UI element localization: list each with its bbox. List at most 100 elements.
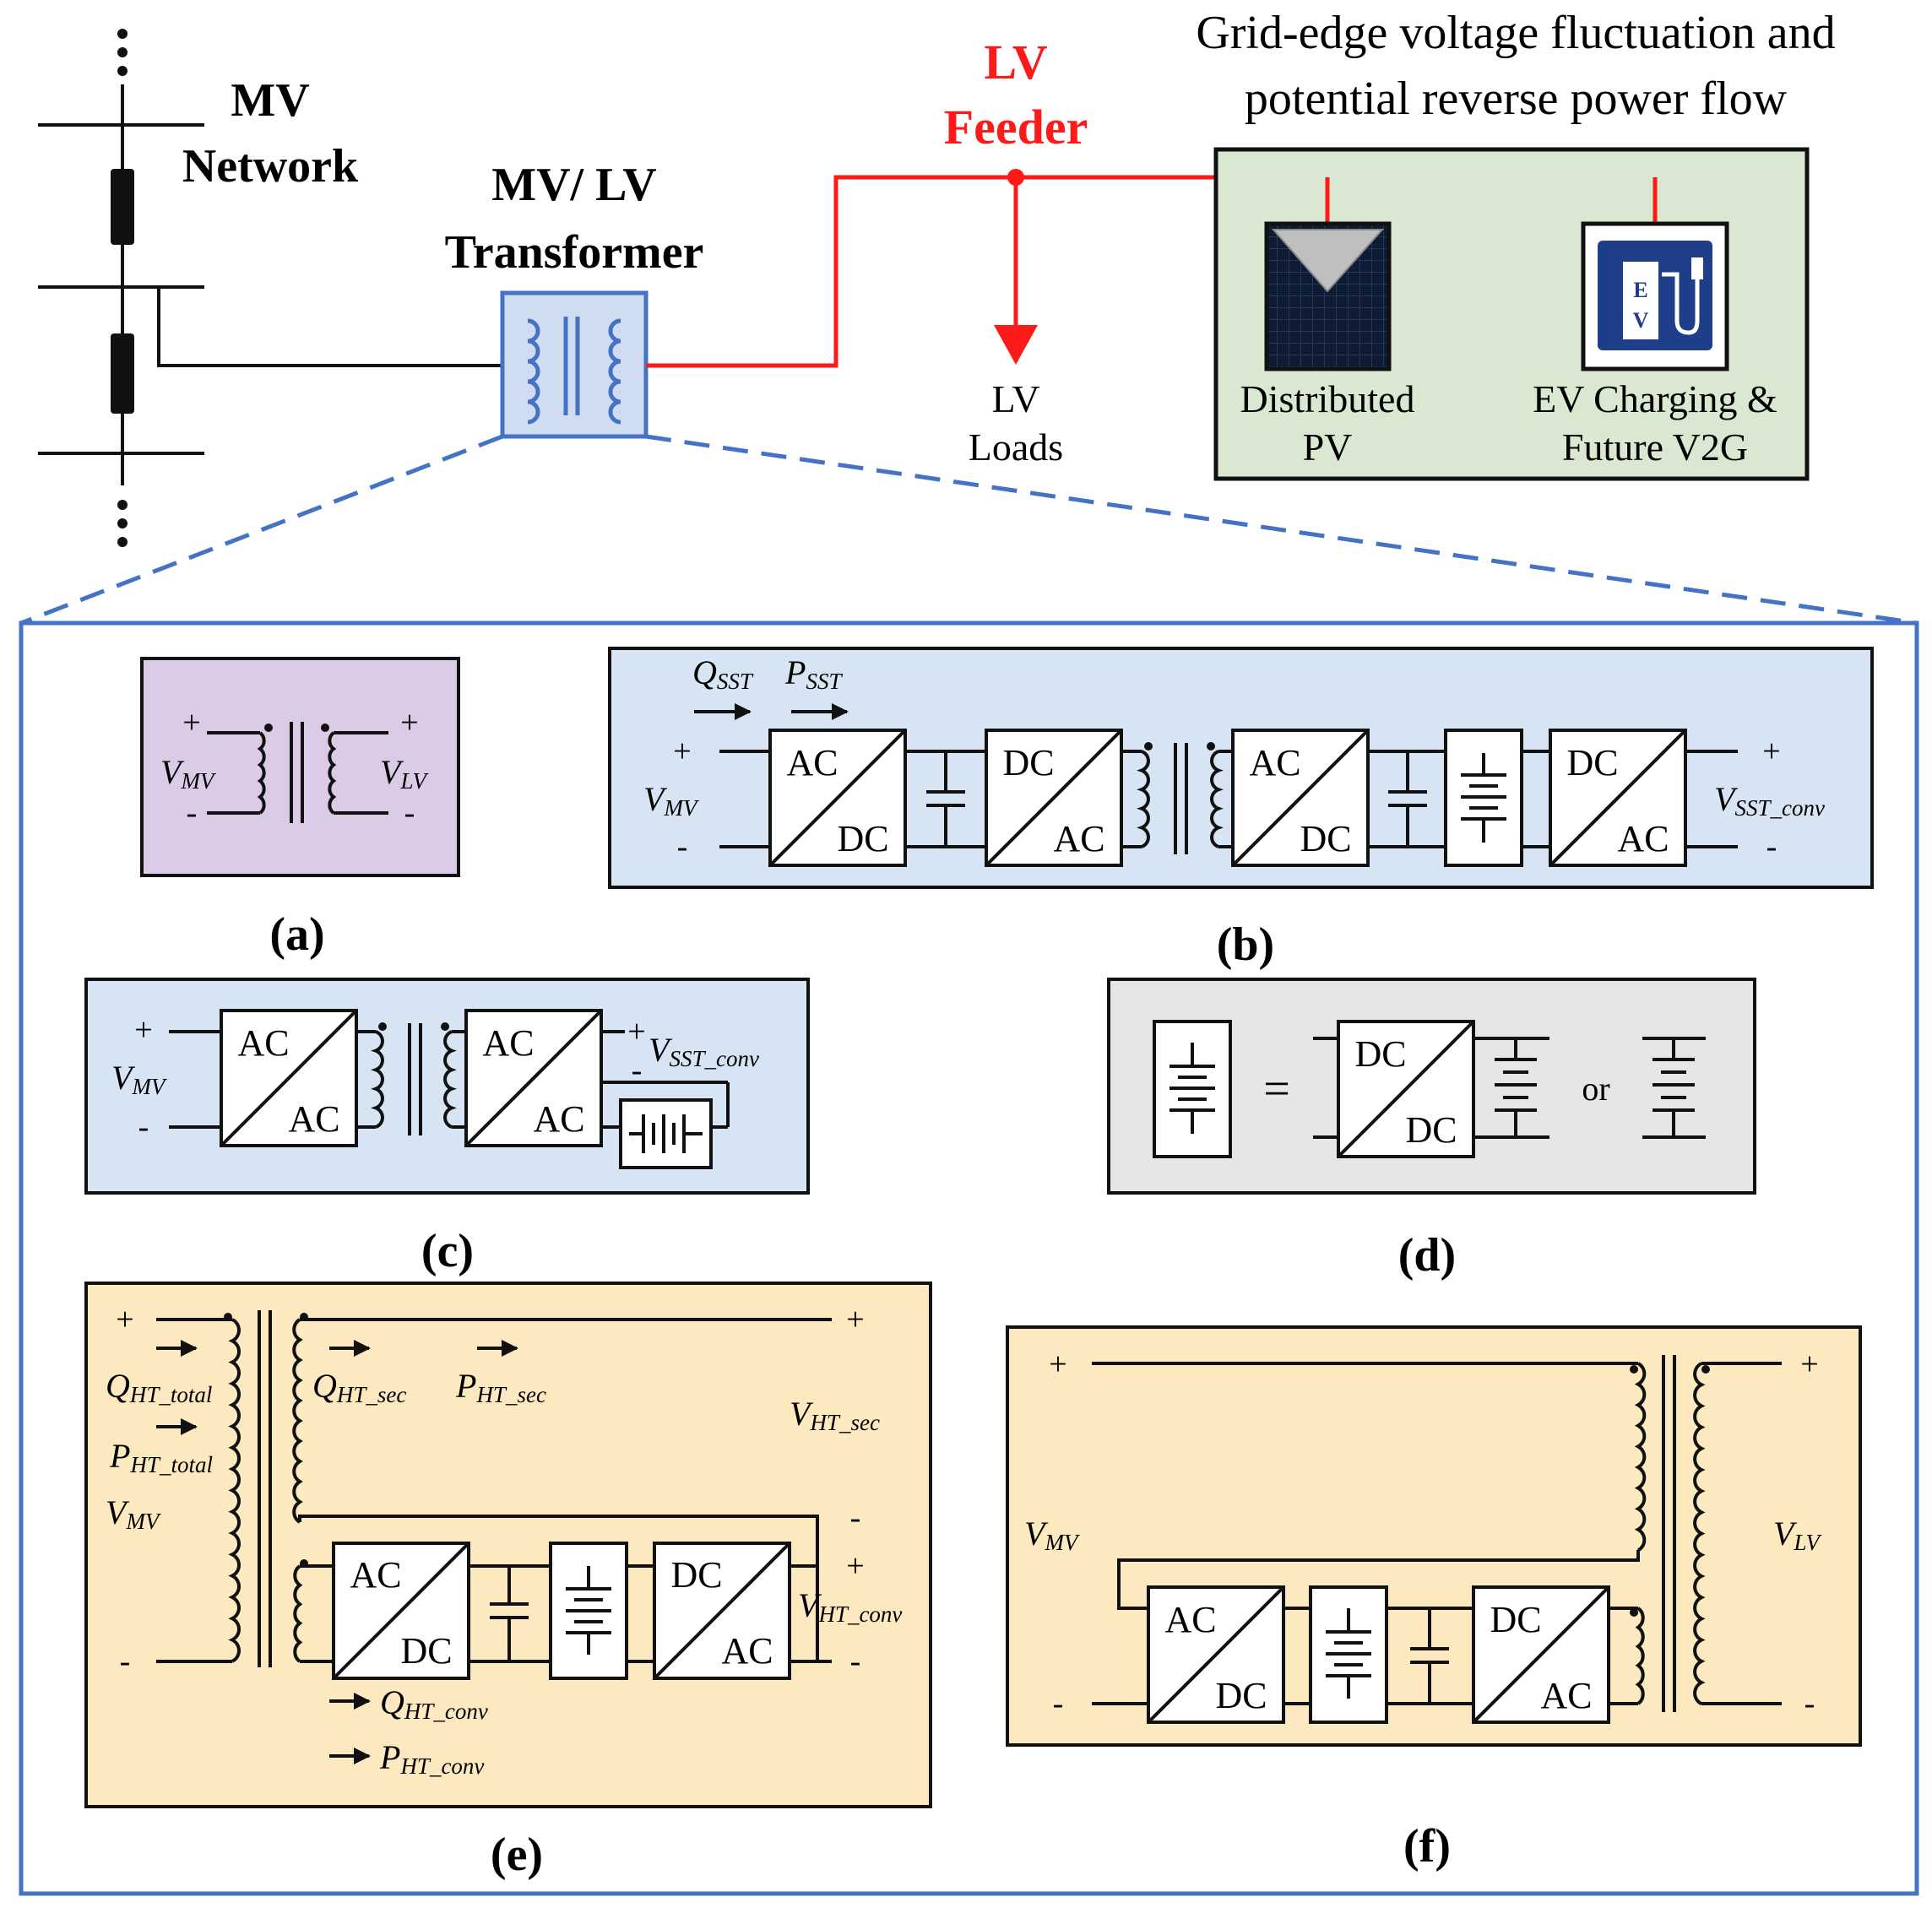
svg-text:QSST: QSST (692, 653, 754, 694)
panel-e-psec: P (455, 1367, 476, 1405)
transformer-title-2: Transformer (445, 226, 704, 279)
svg-text:PHT_conv: PHT_conv (379, 1738, 484, 1779)
panel-b-plus-left: + (673, 734, 691, 769)
mv-lv-transformer: MV/ LV Transformer (445, 159, 704, 439)
mv-network-title-1: MV (231, 74, 309, 127)
panel-f: + - VMV AC DC DC AC (1006, 1325, 1862, 1872)
panel-a-minus-left: - (187, 795, 198, 831)
panel-f-plus-left: + (1049, 1347, 1066, 1382)
panel-e-conv1-top: AC (350, 1554, 401, 1596)
svg-text:VMV: VMV (160, 753, 217, 794)
panel-e-plus-left: + (116, 1302, 133, 1337)
panel-e-ptotal: P (109, 1437, 130, 1475)
svg-text:VLV: VLV (1773, 1515, 1822, 1555)
panel-e-plus-conv: + (846, 1548, 864, 1584)
panel-e-conv2-top: DC (670, 1554, 722, 1596)
panel-e-conv1-bottom: DC (400, 1630, 452, 1672)
panel-e-conv2-bottom: AC (721, 1630, 773, 1672)
panel-f-conv1-bottom: DC (1215, 1675, 1267, 1716)
panel-d-conv-bottom: DC (1405, 1109, 1457, 1151)
panel-c-conv2-bottom: AC (533, 1098, 584, 1140)
panel-a-caption: (a) (269, 908, 324, 961)
svg-text:PSST: PSST (784, 653, 843, 694)
panel-b-p-sub: SST (806, 669, 843, 694)
panel-a-minus-right: - (404, 795, 415, 831)
ev-label-1: EV Charging & (1533, 377, 1777, 420)
panel-b-q: Q (692, 653, 717, 691)
panel-e-vsec: V (790, 1395, 814, 1433)
panel-b-caption: (b) (1217, 919, 1274, 971)
mv-network-title-2: Network (182, 140, 359, 192)
panel-a-vlv: V (380, 753, 404, 791)
panel-f-caption: (f) (1403, 1820, 1451, 1872)
panel-e-minus-left: - (120, 1644, 131, 1679)
panel-c-vmv-sub: MV (131, 1074, 167, 1099)
grid-edge-title-2: potential reverse power flow (1245, 73, 1788, 125)
panel-b-conv3-bottom: DC (1300, 818, 1351, 859)
svg-text:VMV: VMV (106, 1493, 162, 1534)
panel-b-conv2-bottom: AC (1053, 818, 1104, 859)
grid-edge-area: Grid-edge voltage fluctuation and potent… (1196, 7, 1836, 481)
panel-e-psec-sub: HT_sec (475, 1382, 546, 1407)
panel-e-vconv-sub: HT_conv (817, 1601, 902, 1627)
panel-e-qtotal: Q (106, 1367, 130, 1405)
panel-b-minus-right: - (1766, 829, 1777, 864)
transformer-icon (500, 290, 649, 439)
panel-d-caption: (d) (1398, 1229, 1456, 1282)
svg-text:VSST_conv: VSST_conv (649, 1031, 759, 1071)
ev-charger-icon: E V (1581, 221, 1729, 371)
svg-text:VHT_conv: VHT_conv (798, 1586, 902, 1627)
svg-text:PHT_sec: PHT_sec (455, 1367, 546, 1407)
ev-sign-letter-v: V (1633, 308, 1649, 333)
lv-loads-label-2: Loads (969, 425, 1063, 469)
panel-f-plus-right: + (1800, 1347, 1818, 1382)
panel-e-vconv: V (798, 1586, 822, 1624)
zoom-frame (19, 434, 1919, 1896)
panel-b-conv1-bottom: DC (837, 818, 888, 859)
svg-text:QHT_conv: QHT_conv (380, 1683, 488, 1724)
panel-a-plus-right: + (400, 705, 418, 740)
panel-e-vsec-sub: HT_sec (809, 1410, 880, 1435)
panel-e-ptotal-sub: HT_total (129, 1452, 213, 1477)
panel-b-vout: V (1714, 780, 1739, 818)
svg-text:VMV: VMV (111, 1059, 168, 1099)
panel-f-minus-left: - (1053, 1686, 1064, 1721)
panel-e-pconv-sub: HT_conv (399, 1753, 484, 1779)
transformer-title-1: MV/ LV (491, 159, 657, 211)
panel-f-conv2-top: DC (1490, 1599, 1541, 1640)
ev-label-2: Future V2G (1562, 425, 1748, 469)
panel-f-vlv: V (1773, 1515, 1798, 1553)
panel-b-minus-left: - (677, 829, 688, 864)
panel-c-conv2-top: AC (482, 1022, 534, 1064)
panel-e-caption: (e) (491, 1829, 543, 1881)
panel-f-vmv: V (1024, 1515, 1049, 1553)
panel-b: QSST PSST + - VMV AC DC DC AC (608, 647, 1874, 971)
lv-loads-label-1: LV (991, 377, 1039, 420)
panel-c-plus-left: + (134, 1012, 152, 1048)
panel-d-equals: = (1263, 1063, 1290, 1115)
panel-c-vmv: V (111, 1059, 136, 1097)
panel-f-minus-right: - (1804, 1686, 1815, 1721)
panel-b-conv3-top: AC (1249, 742, 1300, 783)
panel-e-qconv: Q (380, 1683, 404, 1721)
panel-b-q-sub: SST (717, 669, 754, 694)
svg-text:VMV: VMV (643, 780, 700, 821)
lv-feeder-title-2: Feeder (944, 100, 1088, 154)
panel-e-minus-conv: - (850, 1644, 861, 1679)
svg-text:VHT_sec: VHT_sec (790, 1395, 880, 1435)
panel-c-vout: V (649, 1031, 673, 1069)
panel-a-vlv-sub: LV (399, 768, 429, 794)
panel-c-caption: (c) (421, 1225, 474, 1277)
panel-c-minus-right: - (632, 1053, 643, 1088)
panel-e: + - QHT_total PHT_total VMV + - QHT_sec … (84, 1282, 932, 1881)
panel-e-minus-sec: - (850, 1500, 861, 1536)
panel-a-vmv: V (160, 753, 185, 791)
panel-e-qconv-sub: HT_conv (404, 1699, 488, 1724)
mv-network: MV Network (38, 29, 502, 547)
pv-label-1: Distributed (1240, 377, 1415, 420)
lv-feeder-title-1: LV (984, 35, 1047, 89)
panel-e-qsec-sub: HT_sec (336, 1382, 407, 1407)
panel-e-qtotal-sub: HT_total (129, 1382, 213, 1407)
panel-c-plus-right: + (627, 1014, 645, 1049)
